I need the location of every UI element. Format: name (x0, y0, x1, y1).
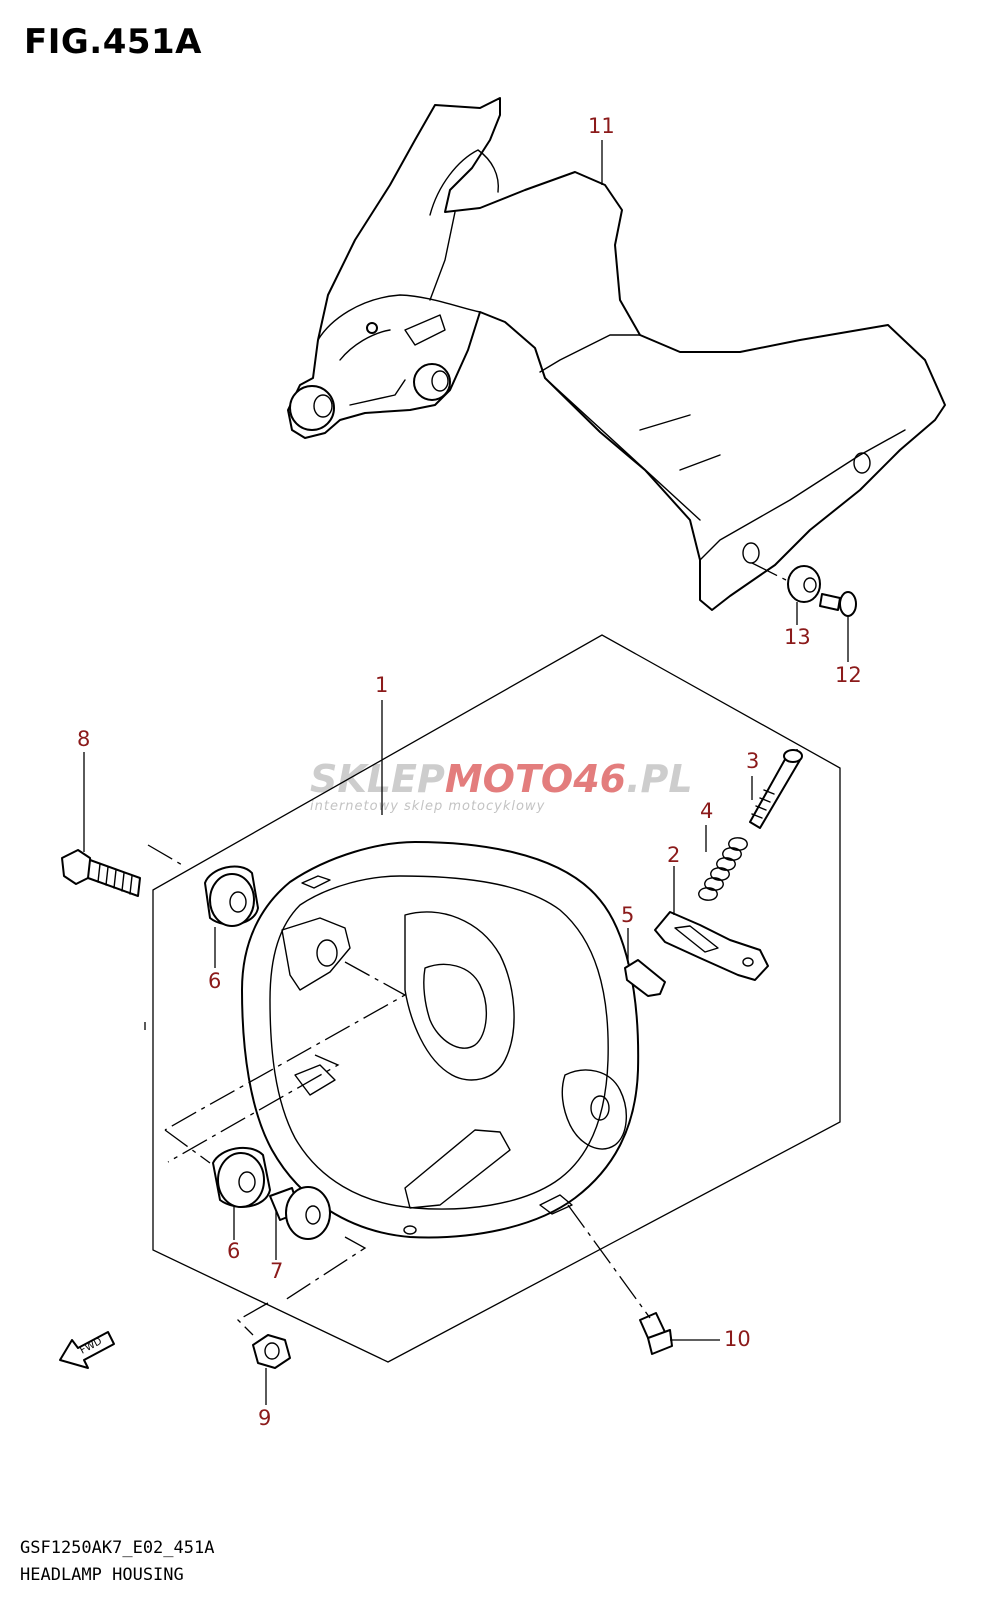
callout-13: 13 (784, 625, 811, 649)
callout-4: 4 (700, 799, 713, 823)
part-8-bolt[interactable] (61, 849, 141, 897)
callout-1: 1 (375, 673, 388, 697)
callout-6-upper: 6 (208, 969, 221, 993)
callout-7: 7 (270, 1259, 283, 1283)
callout-8: 8 (77, 727, 90, 751)
figure-title: FIG.451A (24, 22, 202, 62)
watermark: SKLEPMOTO46.PL internetowy sklep motocyk… (310, 757, 693, 814)
part-13-grommet[interactable] (787, 565, 821, 603)
part-6-grommet-lower[interactable] (212, 1146, 271, 1208)
watermark-brand-sklep: SKLEP (310, 757, 445, 801)
assembly-outline (152, 634, 841, 1363)
watermark-brand-pl: .PL (626, 757, 693, 801)
figure-name: HEADLAMP HOUSING (20, 1565, 184, 1585)
figure-code: GSF1250AK7_E02_451A (20, 1538, 215, 1558)
callout-6-lower: 6 (227, 1239, 240, 1263)
part-3-adjusting-screw[interactable] (749, 749, 803, 829)
part-11-headlamp-stay[interactable] (287, 97, 946, 611)
callout-9: 9 (258, 1406, 271, 1430)
part-6-grommet-upper[interactable] (204, 865, 259, 927)
callout-5: 5 (621, 903, 634, 927)
part-9-nut[interactable] (252, 1334, 291, 1369)
part-2-adjuster-bracket[interactable] (654, 911, 769, 981)
callout-2: 2 (667, 843, 680, 867)
part-1-headlamp-housing[interactable] (241, 841, 640, 1239)
fwd-arrow: FWD (59, 1331, 115, 1369)
callout-12: 12 (835, 663, 862, 687)
part-5-clip[interactable] (624, 959, 666, 997)
callout-10: 10 (724, 1327, 751, 1351)
watermark-tagline: internetowy sklep motocyklowy (310, 799, 545, 814)
part-12-screw[interactable] (819, 591, 857, 617)
part-7-collar[interactable] (269, 1186, 331, 1240)
watermark-brand-46: 46 (572, 757, 626, 801)
part-10-screw[interactable] (639, 1312, 673, 1355)
leader-lines (83, 140, 849, 1405)
watermark-brand-moto: MOTO (445, 757, 573, 801)
callouts: 11 1 8 3 4 2 5 6 6 7 10 9 13 12 (77, 114, 862, 1430)
callout-11: 11 (588, 114, 615, 138)
part-4-spring[interactable] (698, 837, 748, 901)
callout-3: 3 (746, 749, 759, 773)
svg-text:SKLEPMOTO46.PL: SKLEPMOTO46.PL (310, 757, 693, 801)
